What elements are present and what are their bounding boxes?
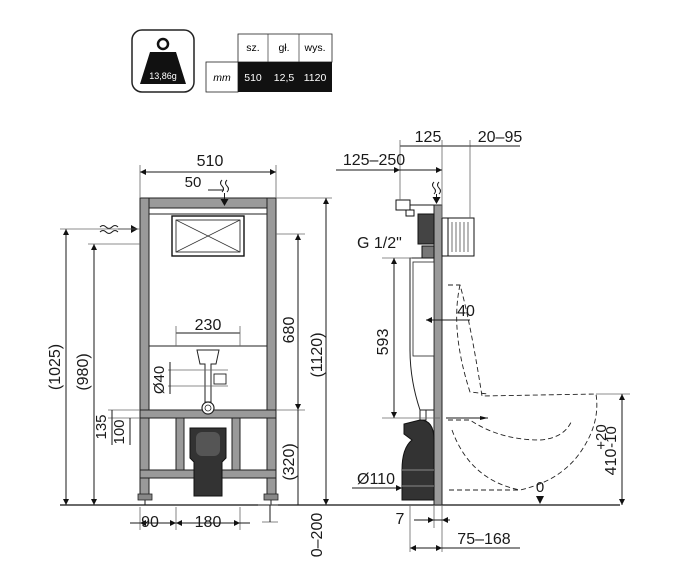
spec-value-height: 1120 [304,72,327,84]
weight-icon [140,37,186,84]
side-frame [433,204,443,506]
dim-width-510: 510 [197,153,224,170]
zero-level-icon [536,496,544,504]
front-view: 510 50 230 Ø40 135 100 (1025) (980) 68 [47,153,332,557]
dim-height-1120: (1120) [309,332,326,377]
dim-leg-range: 0–200 [309,513,326,558]
label-thread: G 1/2" [357,235,402,252]
dim-pipe-40: 40 [457,303,475,320]
dim-drain-offset-50: 50 [185,174,202,191]
dim-h-410: 410 [603,449,620,476]
left-post [139,197,150,497]
dim-height-980: (980) [75,353,92,390]
dim-h-135: 135 [93,414,110,439]
spec-header-height: wys. [304,42,326,54]
spec-header-width: sz. [246,42,259,54]
spec-value-depth: 12,5 [274,72,295,84]
spec-unit: mm [213,72,231,84]
side-view: 125 20–95 125–250 G 1/2" 593 40 Ø110 7 7… [336,129,630,552]
dim-depth-125-250: 125–250 [343,152,405,169]
dim-dia-40: Ø40 [151,366,168,394]
dim-depth-125: 125 [415,129,442,146]
top-rail [139,197,277,209]
right-post [266,197,277,497]
weight-badge: 13,86g [131,29,195,93]
dim-dia-110: Ø110 [357,471,395,488]
dim-gap-7: 7 [396,511,405,528]
dim-h-100: 100 [111,419,128,444]
dim-range-75-168: 75–168 [457,531,510,548]
dim-h-593: 593 [375,329,392,356]
dim-h-410-plus: +20 [593,424,610,449]
dim-foot-90: 90 [141,514,159,531]
dim-height-320: (320) [281,443,298,480]
spec-table: mm sz. gł. wys. 510 12,5 1120 [205,33,333,93]
spec-value-width: 510 [244,72,262,84]
dim-height-1025: (1025) [47,344,64,390]
vent-side-icon [432,181,441,204]
label-zero: 0 [536,479,544,496]
dim-h-410-minus: -10 [603,426,620,448]
dim-depth-20-95: 20–95 [478,129,523,146]
dim-height-680: 680 [281,317,298,344]
dim-width-230: 230 [195,317,222,334]
spec-header-depth: gł. [278,42,289,54]
weight-value: 13,86g [149,71,177,81]
dim-foot-180: 180 [195,514,222,531]
